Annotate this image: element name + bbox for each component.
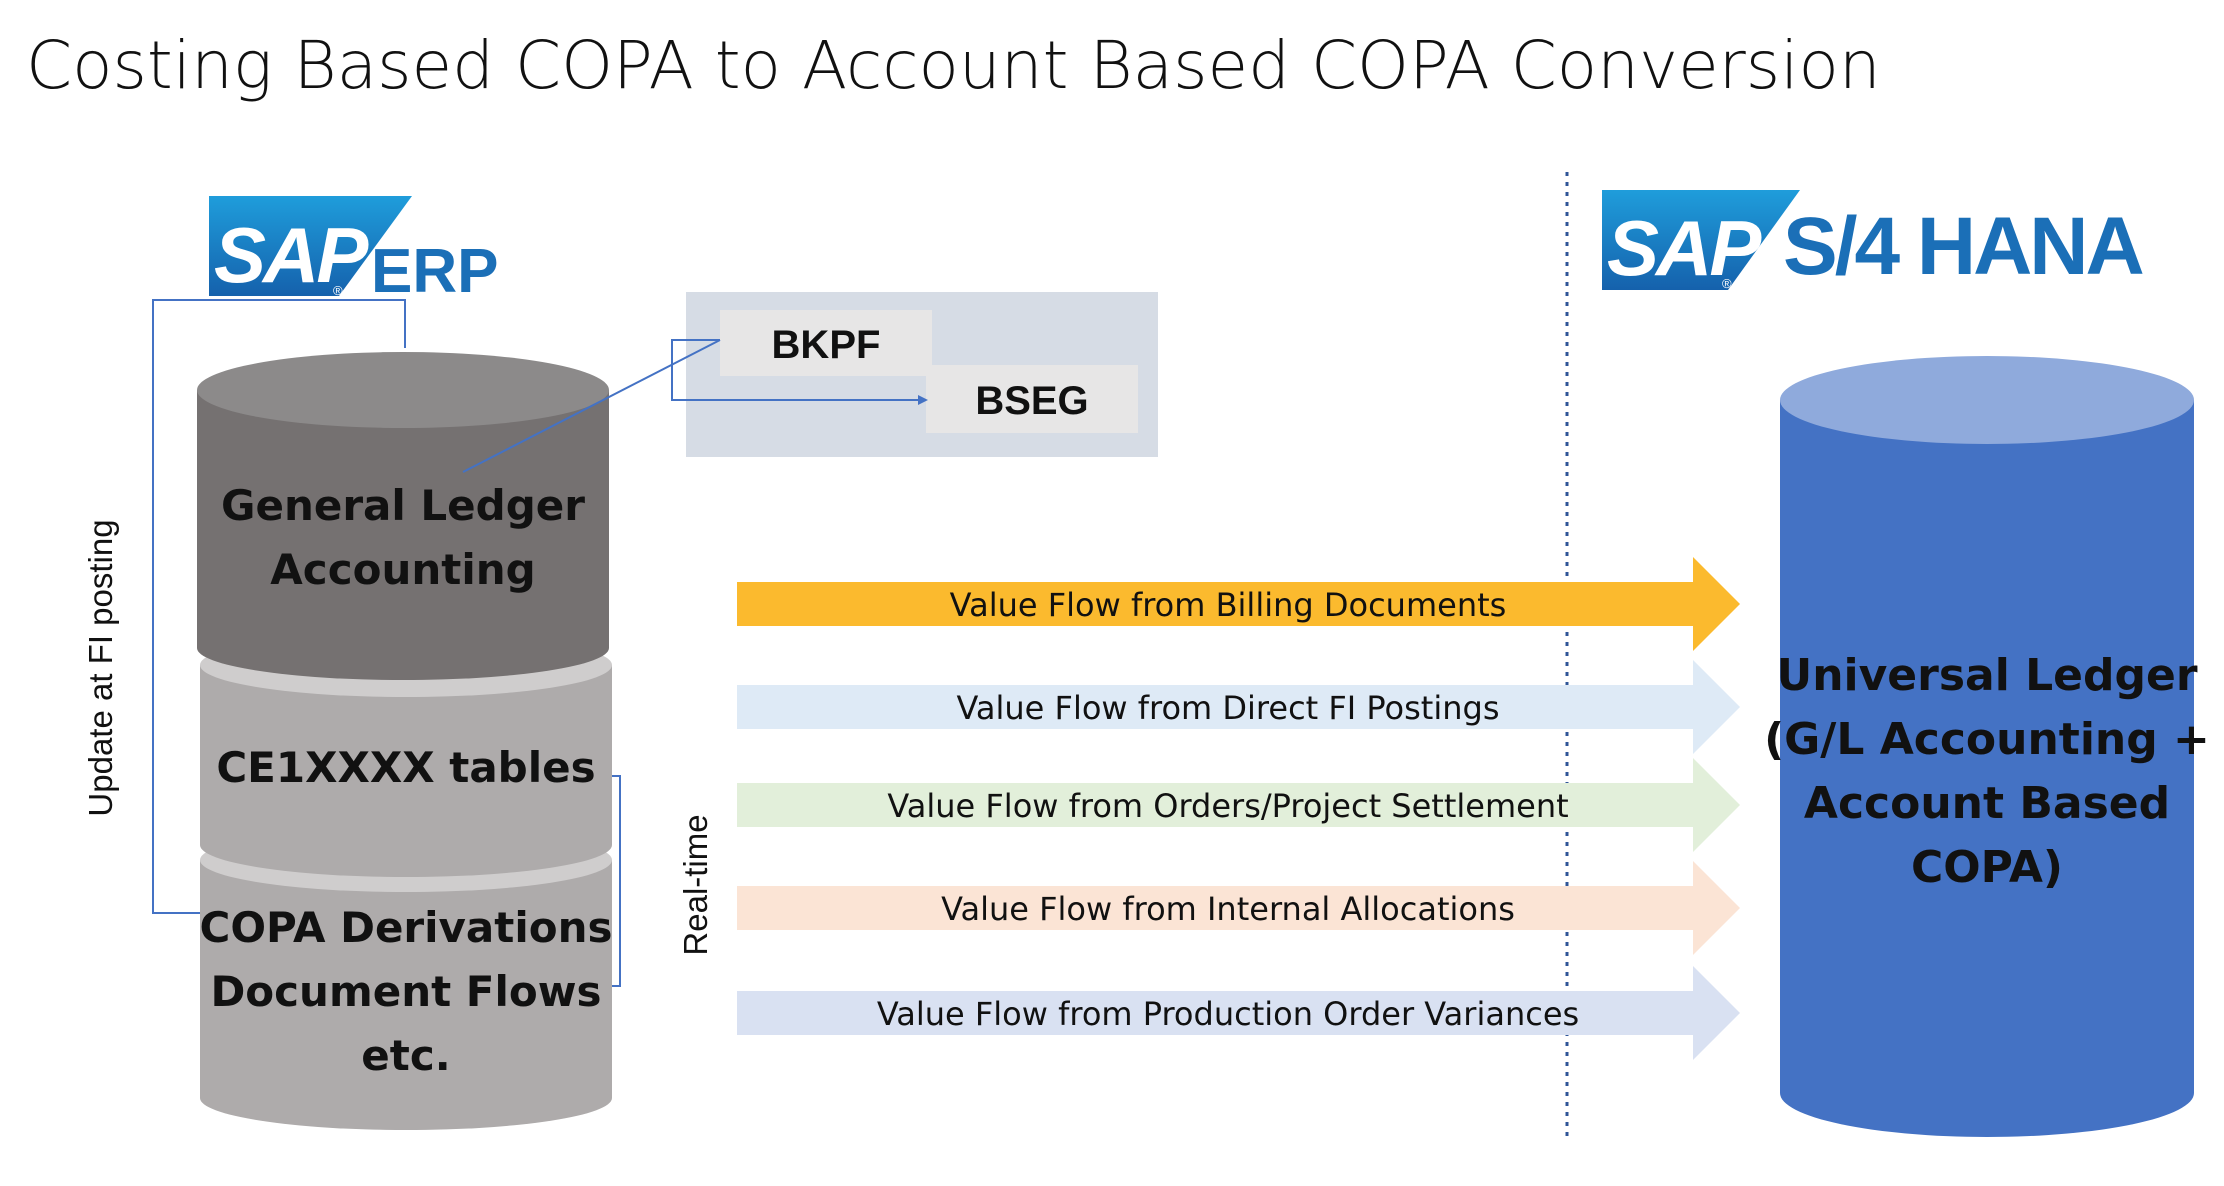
svg-text:ERP: ERP [371, 237, 498, 306]
svg-text:CE1XXXX tables: CE1XXXX tables [216, 743, 595, 792]
copa-derivations-cylinder: COPA Derivations Document Flows etc. [200, 828, 613, 1130]
flow-arrow: Value Flow from Internal Allocations [737, 861, 1740, 955]
flow-arrow-label: Value Flow from Orders/Project Settlemen… [887, 787, 1568, 825]
universal-ledger-cylinder: Universal Ledger (G/L Accounting + Accou… [1764, 356, 2210, 1137]
bseg-label: BSEG [975, 379, 1088, 423]
fi-tables-box: BKPF BSEG [671, 292, 1158, 457]
flow-arrow: Value Flow from Production Order Varianc… [737, 966, 1740, 1060]
flow-arrow: Value Flow from Orders/Project Settlemen… [737, 758, 1740, 852]
bkpf-label: BKPF [772, 323, 881, 367]
flow-arrow-shape [737, 557, 1740, 651]
flow-arrow-shape [737, 966, 1740, 1060]
svg-text:COPA): COPA) [1911, 842, 2063, 893]
svg-text:®: ® [1722, 276, 1732, 291]
svg-text:General Ledger: General Ledger [221, 481, 585, 530]
svg-text:COPA Derivations: COPA Derivations [200, 903, 613, 952]
flow-arrow-shape [737, 660, 1740, 754]
svg-text:(G/L Accounting +: (G/L Accounting + [1764, 714, 2210, 765]
svg-text:Universal Ledger: Universal Ledger [1776, 650, 2197, 701]
svg-text:SAP: SAP [214, 211, 369, 299]
page-title: Costing Based COPA to Account Based COPA… [26, 27, 1881, 104]
sap-erp-logo: SAP ® ERP [209, 196, 498, 306]
flow-arrow: Value Flow from Billing Documents [737, 557, 1740, 651]
gl-to-tables-connector [462, 339, 721, 473]
sap-s4hana-logo: SAP ® S/4 HANA [1602, 190, 2147, 292]
svg-text:SAP: SAP [1607, 204, 1762, 292]
flow-arrow-label: Value Flow from Direct FI Postings [956, 689, 1499, 727]
flow-arrow-shape [737, 861, 1740, 955]
svg-text:S/4 HANA: S/4 HANA [1783, 201, 2144, 292]
flow-arrow-label: Value Flow from Internal Allocations [941, 890, 1515, 928]
svg-text:Accounting: Accounting [270, 545, 535, 594]
svg-text:etc.: etc. [361, 1031, 450, 1080]
realtime-bracket [612, 775, 621, 987]
update-at-fi-posting-label: Update at FI posting [82, 519, 119, 816]
svg-text:Document Flows: Document Flows [210, 967, 601, 1016]
svg-text:Account Based: Account Based [1804, 778, 2170, 829]
svg-text:®: ® [333, 283, 343, 298]
flow-arrow-shape [737, 758, 1740, 852]
flow-arrow: Value Flow from Direct FI Postings [737, 660, 1740, 754]
realtime-label: Real-time [677, 814, 714, 955]
general-ledger-cylinder: General Ledger Accounting [197, 352, 609, 680]
flow-arrow-label: Value Flow from Production Order Varianc… [877, 995, 1579, 1033]
flow-arrow-label: Value Flow from Billing Documents [950, 586, 1507, 624]
